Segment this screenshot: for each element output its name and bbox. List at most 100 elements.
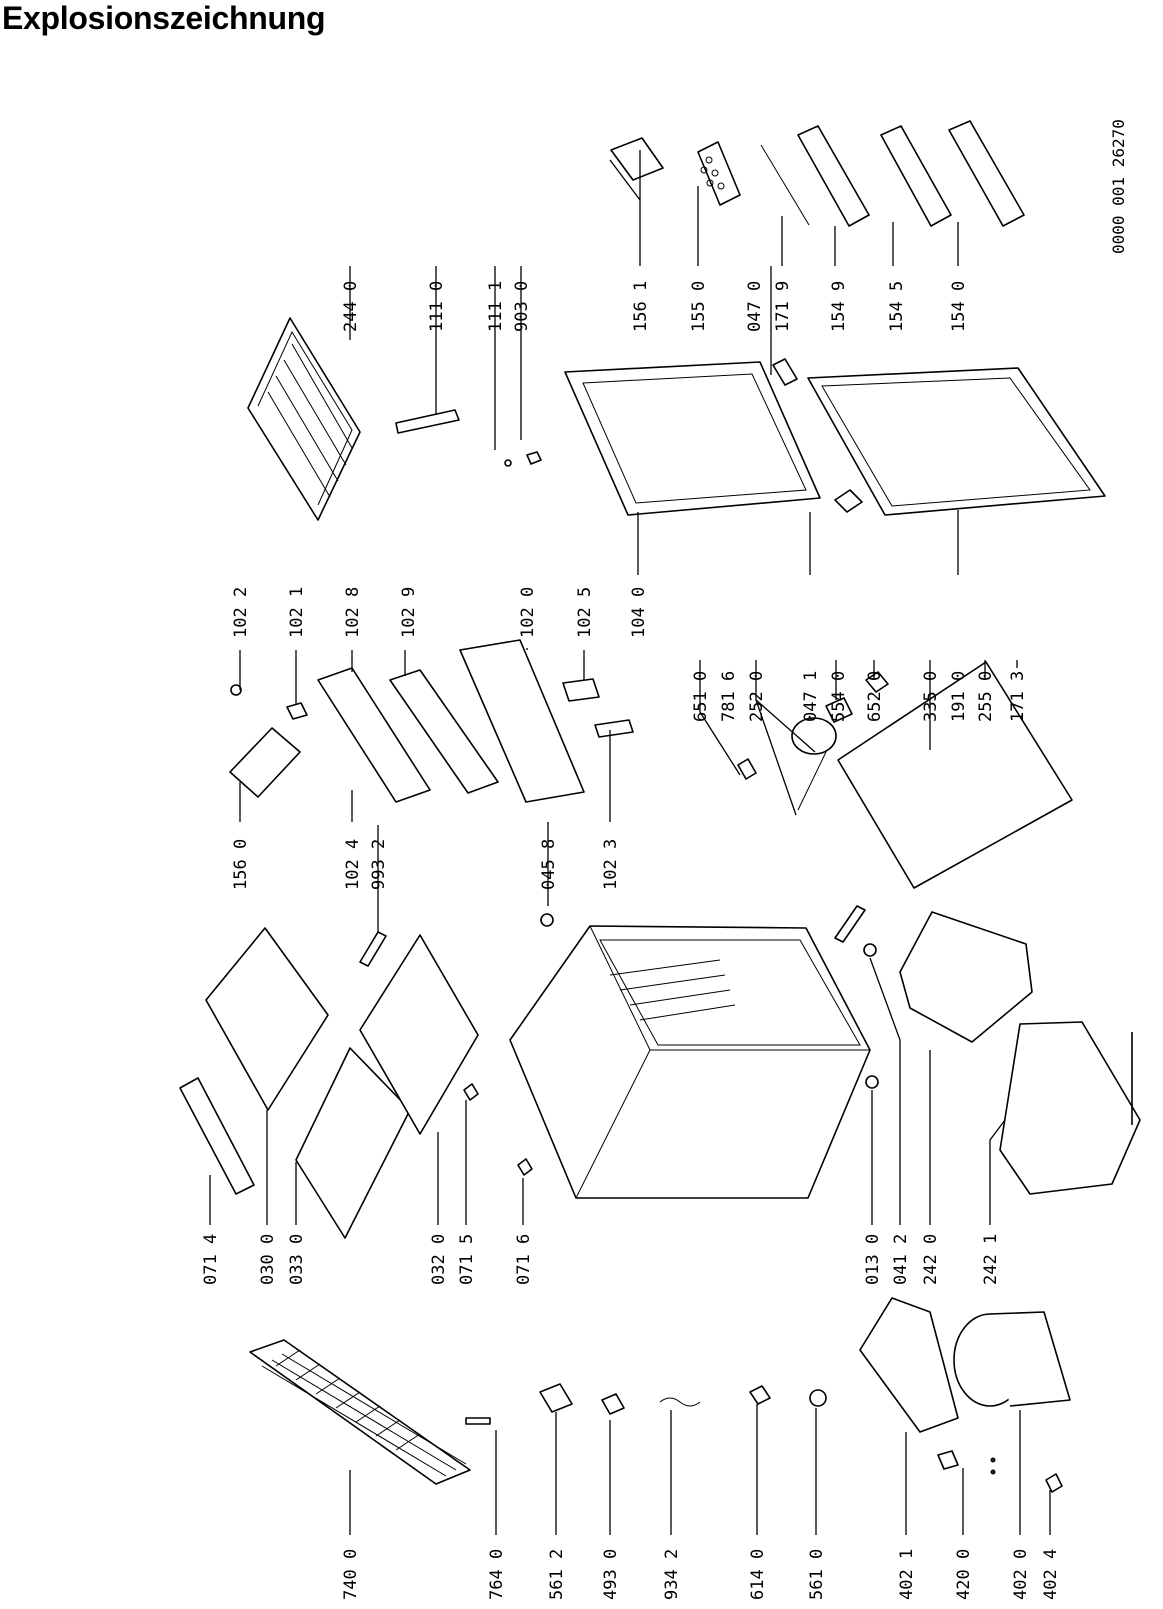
cabinet-hinge-illustration — [834, 905, 866, 943]
part-number-label: 561 0 — [807, 1549, 827, 1600]
part-number-label: 561 2 — [547, 1549, 567, 1600]
terminal-clip-illustration — [1045, 1473, 1063, 1493]
ventilation-grill-illustration — [179, 1077, 255, 1195]
starter-illustration — [749, 1385, 771, 1405]
pin-illustration — [504, 459, 512, 467]
part-labels: 244 0 111 0 111 1 903 0 156 1 155 0 047 0 171 9… — [201, 281, 1061, 1600]
part-number-label: 652 0 — [865, 671, 885, 722]
plug-illustration — [809, 1389, 827, 1407]
nut-illustration — [865, 1075, 879, 1089]
part-number-label: 554 0 — [829, 671, 849, 722]
part-number-label: 171 9 — [773, 281, 793, 332]
page-title: Explosionszeichnung — [2, 0, 326, 36]
capacitor-illustration — [601, 1393, 625, 1415]
part-number-label: 191 0 — [949, 671, 969, 722]
part-number-label: 255 0 — [976, 671, 996, 722]
part-number-label: 244 0 — [341, 281, 361, 332]
shelf-illustration — [359, 934, 479, 1135]
dot-illustration — [990, 1469, 996, 1475]
part-number-label: 102 9 — [399, 587, 419, 638]
screw-illustration — [540, 913, 554, 927]
part-number-label: 993 2 — [369, 839, 389, 890]
part-number-label: 102 8 — [343, 587, 363, 638]
part-number-label: 614 0 — [748, 1549, 768, 1600]
part-number-label: 155 0 — [689, 281, 709, 332]
part-number-label: 047 1 — [801, 671, 821, 722]
part-number-label: 335 0 — [921, 671, 941, 722]
compressor-base-illustration — [859, 1297, 959, 1433]
door-gasket-illustration — [807, 367, 1106, 516]
clip-small-illustration — [517, 1158, 533, 1176]
part-number-label: 781 6 — [719, 671, 739, 722]
hinge-bar-illustration — [395, 409, 460, 434]
compressor-illustration — [953, 1311, 1071, 1407]
foot-illustration — [863, 943, 877, 957]
part-number-label: 071 4 — [201, 1234, 221, 1285]
leader-lines — [209, 150, 1051, 1535]
part-number-label: 402 0 — [1011, 1549, 1031, 1600]
butter-compartment-illustration — [610, 137, 664, 181]
part-number-label: 420 0 — [954, 1549, 974, 1600]
part-number-label: 252 0 — [747, 671, 767, 722]
part-number-label: 071 6 — [514, 1234, 534, 1285]
part-number-label: 242 0 — [921, 1234, 941, 1285]
egg-tray-illustration — [697, 141, 741, 206]
thermostat-probe-illustration — [359, 931, 387, 967]
part-number-label: 242 1 — [981, 1234, 1001, 1285]
part-number-label: 071 5 — [457, 1234, 477, 1285]
part-number-label: 154 5 — [887, 281, 907, 332]
part-number-label: 033 0 — [287, 1234, 307, 1285]
part-number-label: 903 0 — [512, 281, 532, 332]
part-number-label: 402 1 — [897, 1549, 917, 1600]
part-number-label: 740 0 — [341, 1549, 361, 1600]
part-number-label: 032 0 — [429, 1234, 449, 1285]
part-number-label: 102 2 — [231, 587, 251, 638]
knob-illustration — [230, 684, 242, 696]
part-number-label: 154 0 — [949, 281, 969, 332]
overload-illustration — [937, 1450, 959, 1470]
part-number-label: 402 4 — [1041, 1549, 1061, 1600]
part-number-label: 651 0 — [691, 671, 711, 722]
label-plate-illustration — [562, 678, 600, 702]
freezer-door-panel-illustration — [459, 639, 585, 803]
freezer-door-illustration — [564, 361, 821, 516]
freezer-flap-inner-illustration — [389, 669, 499, 794]
drier-illustration — [465, 1417, 491, 1425]
hinge-pin-illustration — [526, 451, 542, 465]
wire-illustration — [659, 1397, 701, 1407]
part-number-label: 156 0 — [231, 839, 251, 890]
door-racks-illustration — [760, 120, 1025, 227]
part-number-label: 102 5 — [575, 587, 595, 638]
ice-tray-illustration — [229, 727, 301, 798]
part-number-label: 047 0 — [745, 281, 765, 332]
part-number-label: 154 9 — [829, 281, 849, 332]
condenser-illustration — [249, 1339, 471, 1485]
cover-plate-illustration — [205, 927, 329, 1111]
part-number-label: 030 0 — [258, 1234, 278, 1285]
crisper-drawer-upper-illustration — [899, 911, 1033, 1043]
part-number-label: 171 3 — [1008, 671, 1028, 722]
part-number-label: 111 1 — [486, 281, 506, 332]
relay-illustration — [539, 1383, 573, 1413]
part-number-label: 102 4 — [343, 839, 363, 890]
door-hinge-illustration — [834, 489, 863, 513]
part-number-label: 493 0 — [601, 1549, 621, 1600]
freezer-flap-frame-illustration — [317, 667, 431, 803]
crisper-drawer-lower-illustration — [999, 1021, 1141, 1195]
part-number-label: 013 0 — [863, 1234, 883, 1285]
upper-hinge-illustration — [772, 358, 798, 386]
flap-hinge-illustration — [286, 702, 308, 720]
part-number-label: 102 1 — [287, 587, 307, 638]
crisper-cover-illustration — [837, 661, 1073, 889]
latch-illustration — [594, 719, 634, 738]
part-number-label: 934 2 — [662, 1549, 682, 1600]
part-number-label: 045 8 — [539, 839, 559, 890]
part-number-label: 111 0 — [427, 281, 447, 332]
document-number: 0000 001 26270 — [1109, 119, 1128, 254]
part-number-label: 156 1 — [631, 281, 651, 332]
part-number-label: 104 0 — [629, 587, 649, 638]
glass-shelf-illustration — [247, 317, 361, 521]
cabinet-body-illustration — [509, 925, 871, 1199]
dot-illustration — [990, 1457, 996, 1463]
